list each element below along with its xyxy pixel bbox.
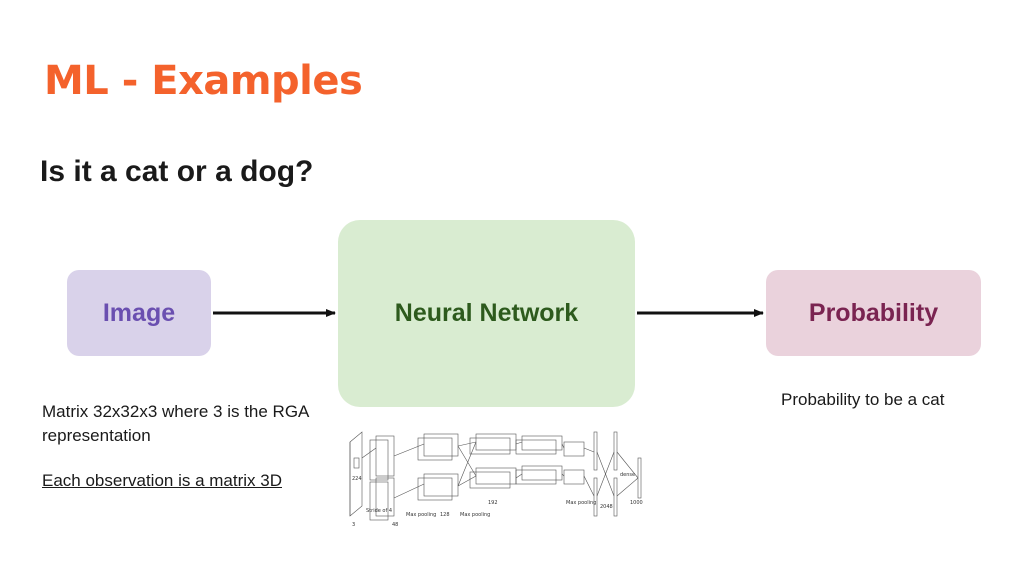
image-node-label: Image <box>102 298 176 327</box>
cnn-label-3: 3 <box>352 522 355 528</box>
neural-network-node: Neural Network <box>338 220 635 407</box>
probability-node: Probability <box>766 270 981 356</box>
cnn-label-dense: dense <box>620 472 635 478</box>
cnn-label-1000: 1000 <box>630 500 643 506</box>
slide-title: ML - Examples <box>44 58 363 104</box>
cnn-label-stride: Stride of 4 <box>366 508 392 514</box>
cnn-label-2048: 2048 <box>600 504 613 510</box>
cnn-label-48: 48 <box>392 522 398 528</box>
probability-node-label: Probability <box>808 298 939 327</box>
cnn-label-maxpool-3: Max pooling <box>566 500 596 506</box>
cnn-label-224: 224 <box>352 476 362 482</box>
cnn-label-maxpool-2: Max pooling <box>460 512 490 518</box>
observation-note: Each observation is a matrix 3D <box>42 471 282 490</box>
neural-network-node-label: Neural Network <box>394 299 579 327</box>
question-heading: Is it a cat or a dog? <box>40 155 314 188</box>
image-node: Image <box>67 270 211 356</box>
output-description: Probability to be a cat <box>781 390 945 409</box>
cnn-architecture-figure: 224 3 Stride of 4 48 Max pooling 128 Max… <box>349 431 643 528</box>
cnn-label-192: 192 <box>488 500 498 506</box>
cnn-label-128: 128 <box>440 512 450 518</box>
cnn-label-maxpool-1: Max pooling <box>406 512 436 518</box>
input-description: Matrix 32x32x3 where 3 is the RGA repres… <box>42 402 309 445</box>
